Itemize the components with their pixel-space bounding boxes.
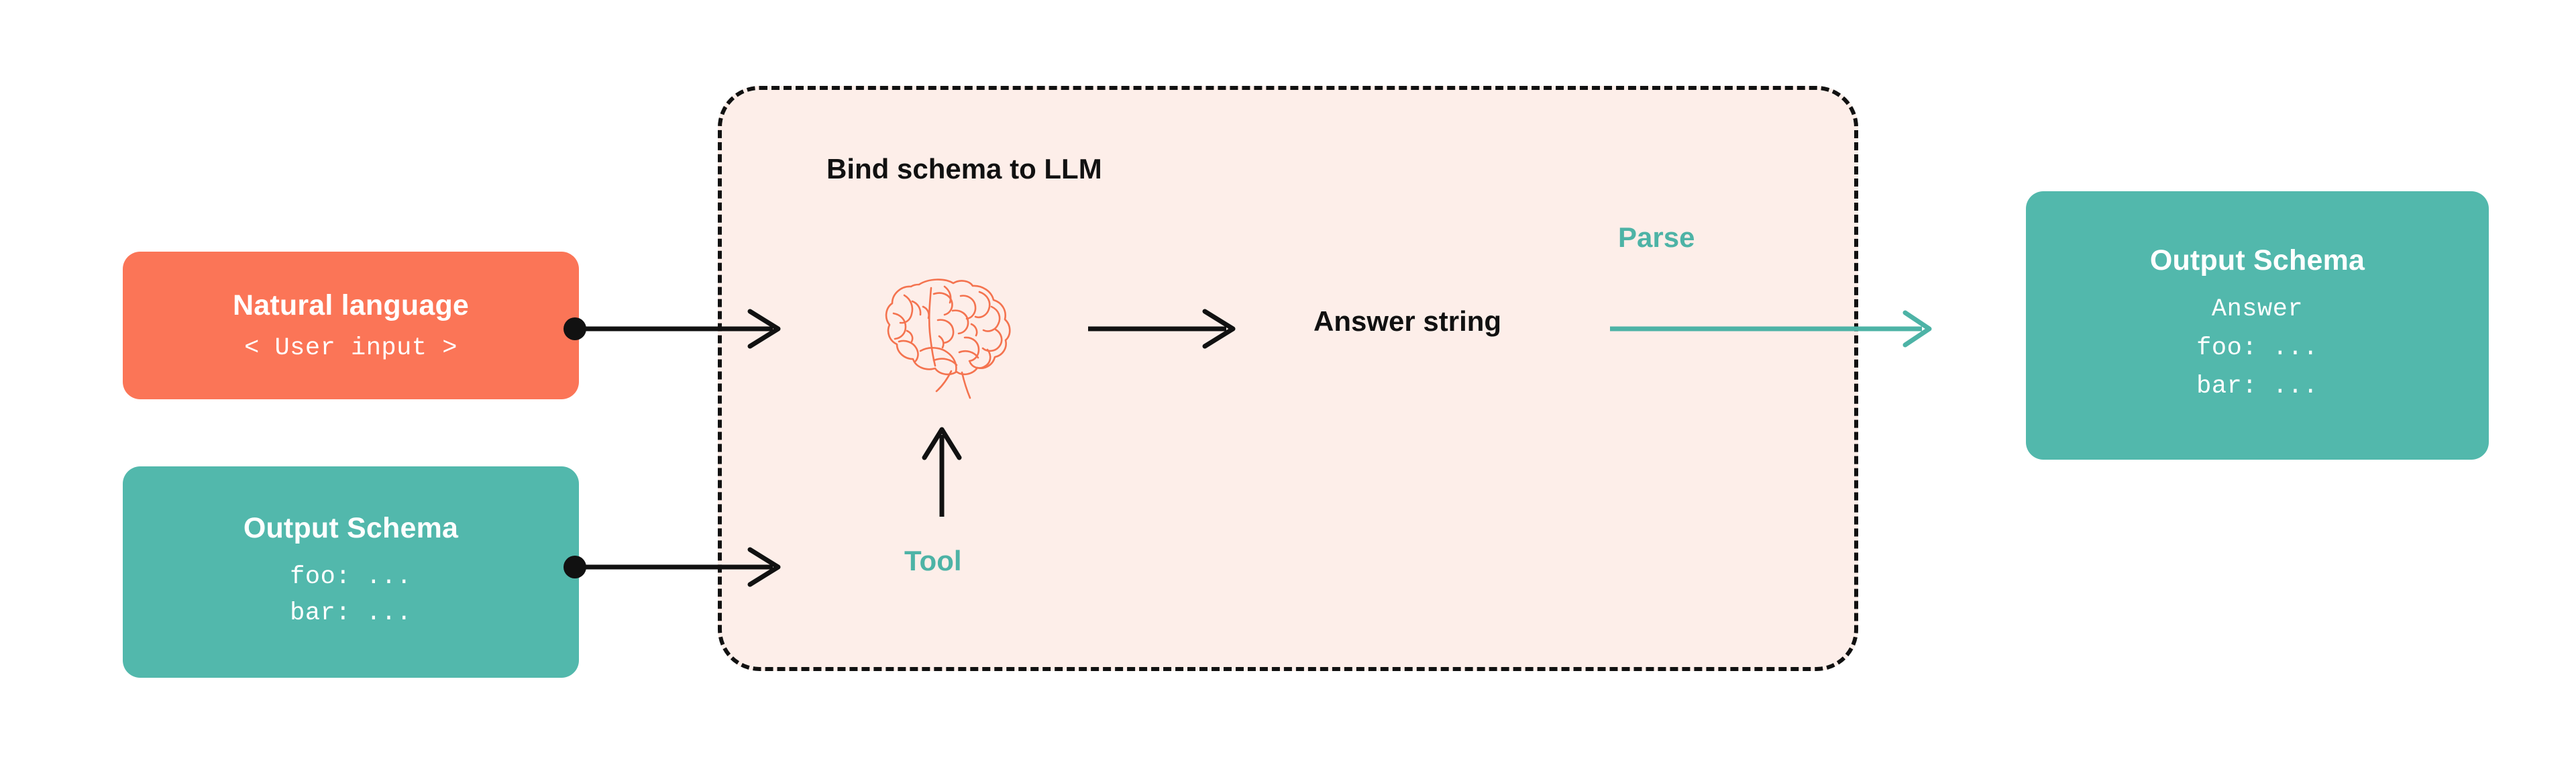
natural-language-card[interactable]: Natural language < User input >	[123, 252, 579, 399]
parse-label: Parse	[1618, 221, 1695, 253]
input-schema-field-bar: bar: ...	[290, 599, 412, 627]
answer-string-label: Answer string	[1313, 305, 1502, 337]
input-schema-field-foo: foo: ...	[290, 563, 412, 592]
output-schema-title: Output Schema	[2149, 244, 2365, 277]
natural-language-title: Natural language	[232, 289, 470, 321]
natural-language-user-input: < User input >	[244, 334, 458, 362]
input-output-schema-card[interactable]: Output Schema foo: ... bar: ...	[123, 466, 579, 678]
process-title: Bind schema to LLM	[826, 153, 1102, 185]
output-schema-card[interactable]: Output Schema Answer foo: ... bar: ...	[2026, 191, 2489, 460]
bind-schema-process-container	[718, 86, 1858, 671]
output-schema-field-bar: bar: ...	[2196, 372, 2318, 401]
output-schema-answer: Answer	[2211, 295, 2304, 324]
output-schema-field-foo: foo: ...	[2196, 334, 2318, 362]
tool-label: Tool	[904, 545, 962, 576]
brain-icon	[864, 272, 1018, 403]
input-schema-title: Output Schema	[243, 512, 459, 545]
